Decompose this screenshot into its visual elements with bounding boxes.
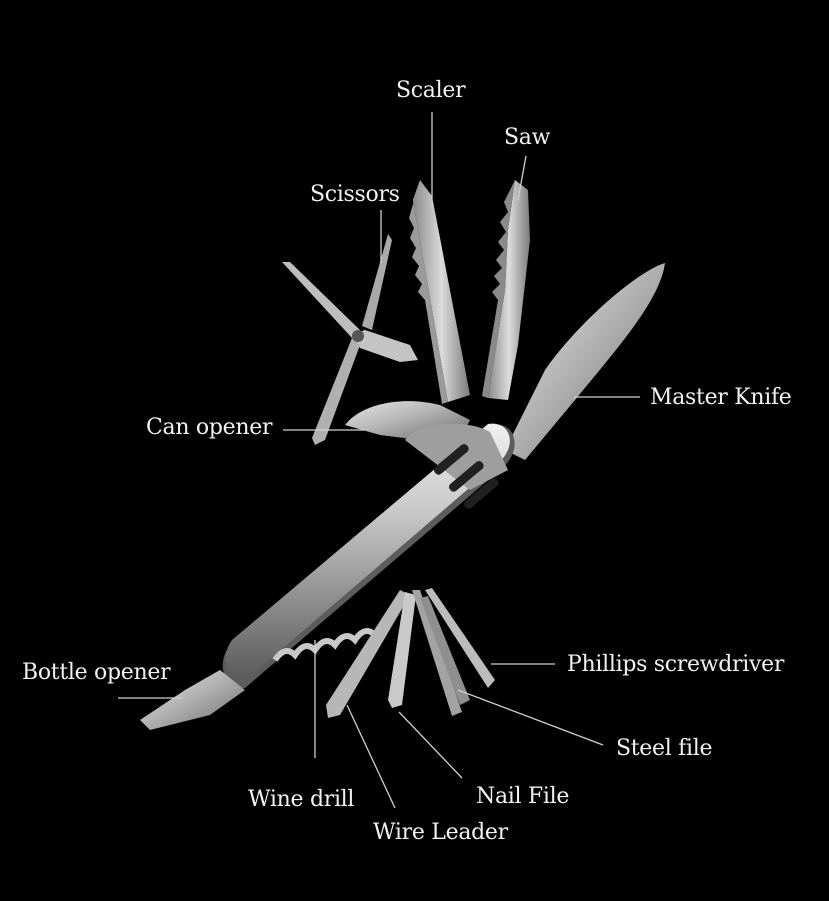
scaler-blade — [409, 180, 470, 404]
label-can-opener: Can opener — [146, 415, 273, 440]
lower-tools — [326, 588, 495, 718]
label-saw: Saw — [504, 125, 551, 150]
bottle-opener-tool — [140, 670, 245, 730]
label-scissors: Scissors — [310, 182, 400, 207]
label-scaler: Scaler — [396, 78, 466, 103]
wine-drill-tool — [272, 628, 378, 662]
label-steel-file: Steel file — [616, 736, 713, 761]
label-wine-drill: Wine drill — [248, 787, 355, 812]
saw-blade — [482, 180, 530, 400]
label-nail-file: Nail File — [476, 784, 570, 809]
label-phillips-screwdriver: Phillips screwdriver — [567, 652, 785, 677]
leader-lines — [118, 112, 640, 809]
master-knife-blade — [505, 263, 665, 460]
label-wire-leader: Wire Leader — [373, 820, 508, 845]
scissors-tool — [282, 234, 418, 445]
label-bottle-opener: Bottle opener — [22, 660, 171, 685]
knife-handle — [222, 423, 515, 689]
handle-grip-grooves — [433, 444, 499, 509]
label-master-knife: Master Knife — [650, 385, 792, 410]
